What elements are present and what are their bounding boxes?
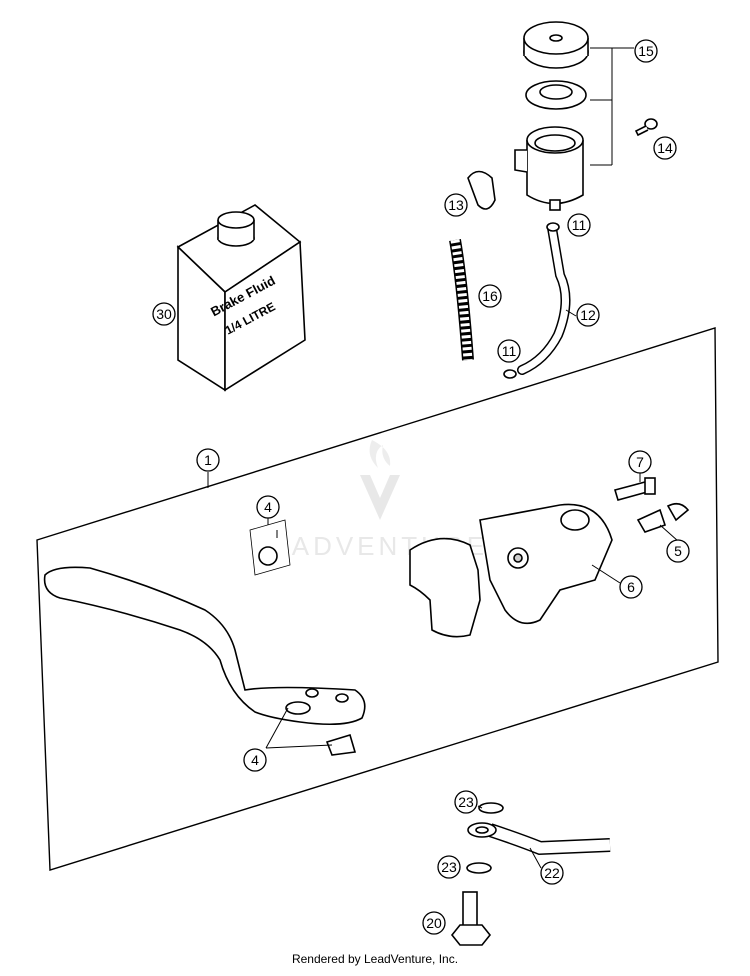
callout-20: 20 xyxy=(422,911,446,935)
master-cylinder-6 xyxy=(409,503,613,638)
callout-13: 13 xyxy=(444,193,468,217)
svg-text:11: 11 xyxy=(572,217,587,233)
clamp-11-bottom xyxy=(503,369,517,379)
callout-11-bottom: 11 xyxy=(497,339,521,363)
screw-14 xyxy=(634,118,658,137)
svg-text:5: 5 xyxy=(674,543,682,559)
callout-23-bottom: 23 xyxy=(437,855,461,879)
bolt-7 xyxy=(613,477,656,501)
svg-text:4: 4 xyxy=(264,499,272,515)
brake-hose-22 xyxy=(467,822,611,856)
svg-text:14: 14 xyxy=(657,140,673,156)
callout-22: 22 xyxy=(540,861,564,885)
svg-text:22: 22 xyxy=(544,865,560,881)
bleeder-5 xyxy=(636,502,690,533)
svg-text:16: 16 xyxy=(482,288,498,304)
clip-4 xyxy=(325,733,357,756)
washer-23-top xyxy=(478,802,504,814)
washer-23-bottom xyxy=(466,862,492,874)
callout-5: 5 xyxy=(666,539,690,563)
pin-4-box xyxy=(249,519,291,576)
spiral-guard-16 xyxy=(449,238,474,361)
svg-text:23: 23 xyxy=(458,794,474,810)
callout-16: 16 xyxy=(478,284,502,308)
callout-30: 30 xyxy=(152,302,176,326)
leader-lines xyxy=(207,47,679,869)
callout-12: 12 xyxy=(576,303,600,327)
clamp-11-top xyxy=(546,222,560,232)
svg-text:15: 15 xyxy=(638,43,654,59)
bracket-13 xyxy=(467,170,496,210)
banjo-bolt-20 xyxy=(450,891,492,946)
reservoir-assembly xyxy=(514,21,589,211)
assembly-frame xyxy=(36,327,719,871)
svg-text:30: 30 xyxy=(156,306,172,322)
svg-text:7: 7 xyxy=(636,454,644,470)
svg-text:13: 13 xyxy=(448,197,464,213)
svg-text:12: 12 xyxy=(580,307,596,323)
svg-text:20: 20 xyxy=(426,915,442,931)
callout-4-top: 4 xyxy=(256,495,280,519)
svg-text:4: 4 xyxy=(251,752,259,768)
callout-15: 15 xyxy=(634,39,658,63)
callout-1: 1 xyxy=(196,448,220,472)
svg-text:6: 6 xyxy=(627,579,635,595)
callout-4-bottom: 4 xyxy=(243,748,267,772)
callout-23-top: 23 xyxy=(454,790,478,814)
callout-11-top: 11 xyxy=(567,213,591,237)
svg-text:1: 1 xyxy=(204,452,212,468)
callout-6: 6 xyxy=(619,575,643,599)
brake-lever xyxy=(43,566,366,726)
callout-14: 14 xyxy=(653,136,677,160)
brake-fluid-can: Brake Fluid 1/4 LITRE xyxy=(176,204,306,392)
callout-7: 7 xyxy=(628,450,652,474)
footer-credit: Rendered by LeadVenture, Inc. xyxy=(291,952,459,966)
svg-text:23: 23 xyxy=(441,859,457,875)
svg-text:11: 11 xyxy=(502,343,517,359)
